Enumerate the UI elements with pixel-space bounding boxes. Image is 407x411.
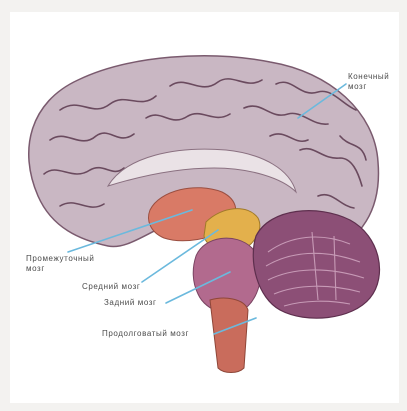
label-telencephalon: Конечный мозг: [348, 72, 389, 92]
label-telencephalon-line2: мозг: [348, 82, 389, 92]
medulla-region: [210, 298, 248, 372]
cerebellum-region: [253, 211, 379, 319]
label-diencephalon: Промежуточный мозг: [26, 254, 94, 274]
label-medulla: Продолговатый мозг: [102, 329, 189, 339]
label-diencephalon-line1: Промежуточный: [26, 254, 94, 264]
label-telencephalon-line1: Конечный: [348, 72, 389, 82]
label-hindbrain: Задний мозг: [104, 298, 157, 308]
label-midbrain: Средний мозг: [82, 282, 140, 292]
label-diencephalon-line2: мозг: [26, 264, 94, 274]
